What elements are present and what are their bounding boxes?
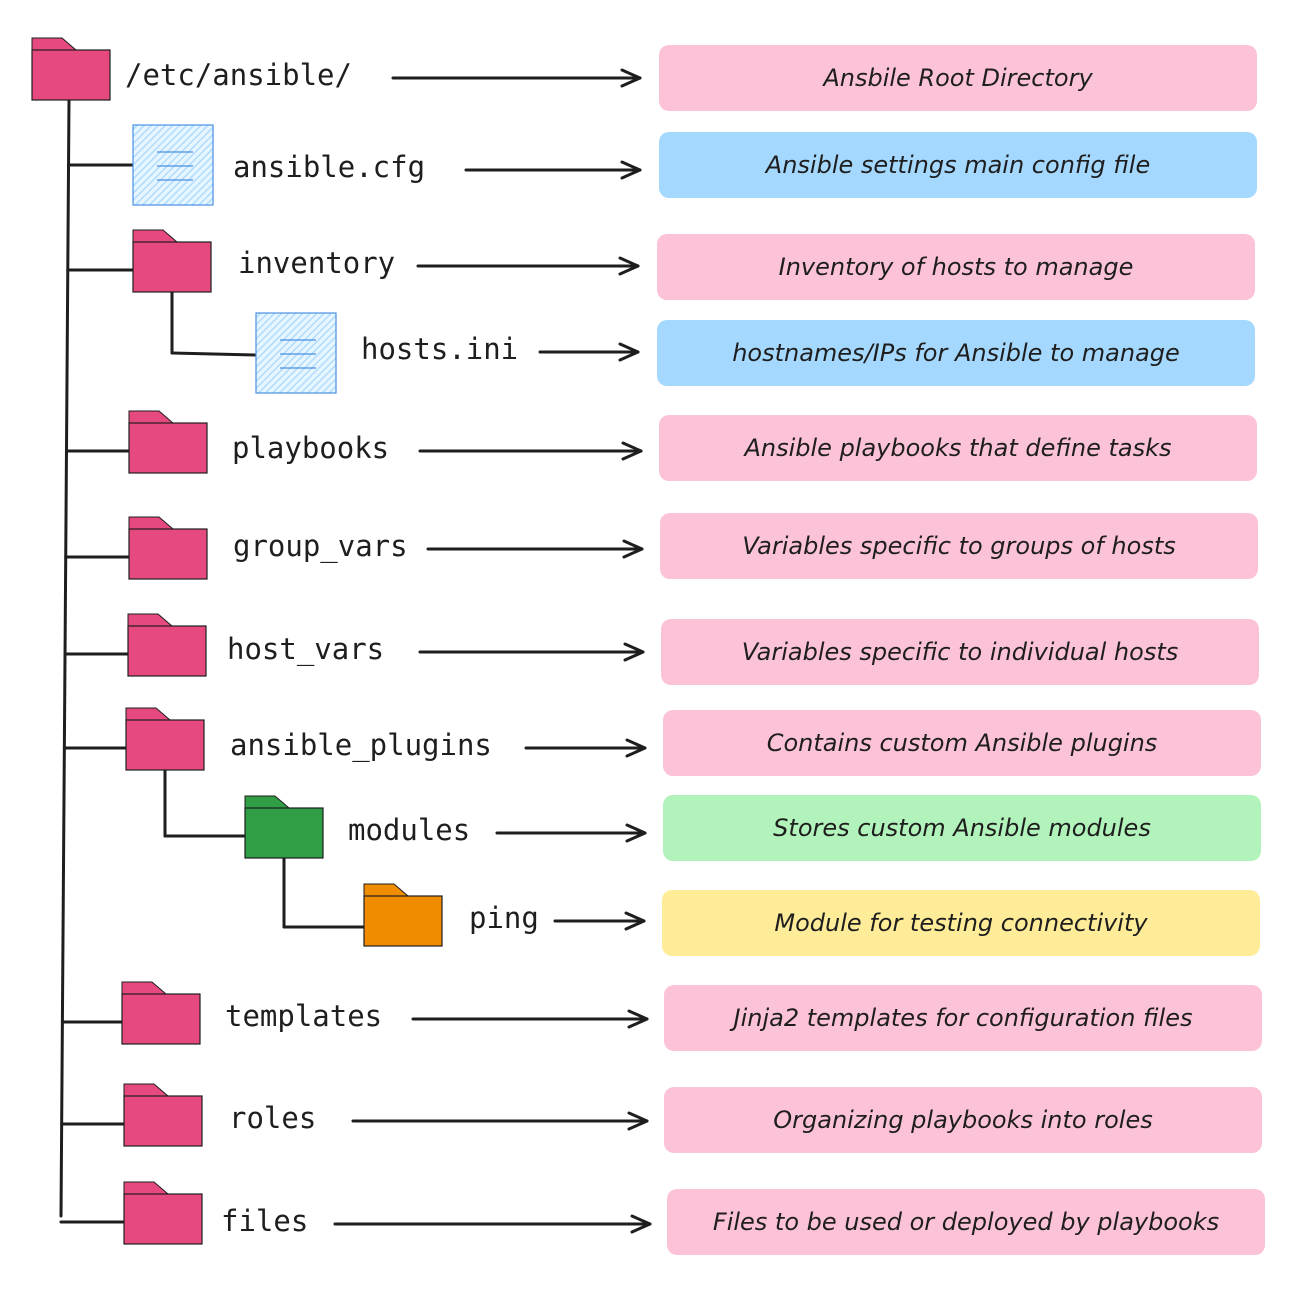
description-box: Stores custom Ansible modules bbox=[663, 795, 1261, 861]
description-box: Inventory of hosts to manage bbox=[657, 234, 1255, 300]
folder-icon bbox=[244, 795, 324, 859]
item-name: templates bbox=[225, 999, 383, 1033]
item-name: hosts.ini bbox=[361, 332, 519, 366]
tree-trunk bbox=[59, 98, 71, 1218]
folder-icon bbox=[127, 613, 207, 677]
folder-icon bbox=[123, 1083, 203, 1147]
folder-icon bbox=[363, 883, 443, 947]
item-name: playbooks bbox=[232, 431, 390, 465]
arrow bbox=[464, 160, 642, 180]
item-name: roles bbox=[229, 1101, 317, 1135]
arrow bbox=[553, 911, 646, 931]
folder-icon bbox=[123, 1181, 203, 1245]
item-name: modules bbox=[348, 813, 471, 847]
item-name: ping bbox=[469, 901, 539, 935]
description-box: Contains custom Ansible plugins bbox=[663, 710, 1261, 776]
description-box: Variables specific to individual hosts bbox=[661, 619, 1259, 685]
arrow bbox=[416, 256, 640, 276]
item-name: ansible.cfg bbox=[233, 150, 426, 184]
item-name: host_vars bbox=[227, 632, 385, 666]
arrow bbox=[418, 642, 645, 662]
folder-icon bbox=[128, 410, 208, 474]
description-box: Variables specific to groups of hosts bbox=[660, 513, 1258, 579]
file-icon bbox=[132, 124, 214, 206]
description-box: Ansible settings main config file bbox=[659, 132, 1257, 198]
tree-branch bbox=[170, 351, 258, 357]
file-icon bbox=[255, 312, 337, 394]
arrow bbox=[495, 823, 647, 843]
description-box: Module for testing connectivity bbox=[662, 890, 1260, 956]
item-name: inventory bbox=[238, 246, 396, 280]
arrow bbox=[411, 1009, 649, 1029]
description-box: Ansible playbooks that define tasks bbox=[659, 415, 1257, 481]
arrow bbox=[524, 738, 647, 758]
item-name: ansible_plugins bbox=[230, 728, 492, 762]
arrow bbox=[426, 539, 644, 559]
folder-icon bbox=[128, 516, 208, 580]
folder-icon bbox=[125, 707, 205, 771]
description-box: hostnames/IPs for Ansible to manage bbox=[657, 320, 1255, 386]
arrow bbox=[538, 342, 640, 362]
arrow bbox=[351, 1111, 649, 1131]
arrow bbox=[418, 441, 643, 461]
folder-icon bbox=[132, 229, 212, 293]
item-name: /etc/ansible/ bbox=[125, 58, 352, 92]
description-box: Files to be used or deployed by playbook… bbox=[667, 1189, 1265, 1255]
item-name: group_vars bbox=[233, 529, 408, 563]
description-box: Jinja2 templates for configuration files bbox=[664, 985, 1262, 1051]
arrow bbox=[391, 68, 642, 88]
description-box: Organizing playbooks into roles bbox=[664, 1087, 1262, 1153]
description-box: Ansbile Root Directory bbox=[659, 45, 1257, 111]
item-name: files bbox=[221, 1204, 309, 1238]
folder-icon bbox=[121, 981, 201, 1045]
arrow bbox=[333, 1214, 652, 1234]
folder-icon bbox=[31, 37, 111, 101]
